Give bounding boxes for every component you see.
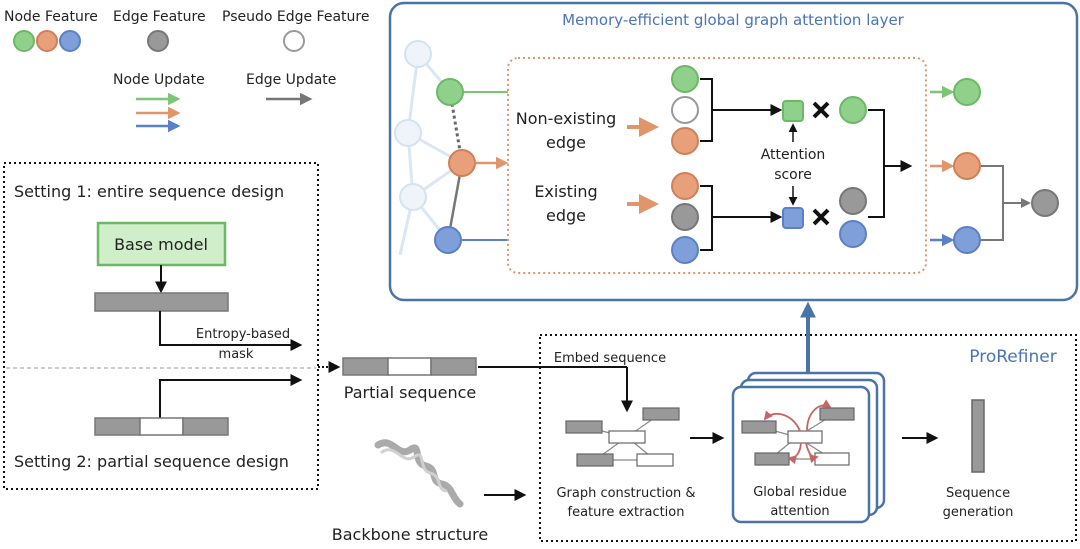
legend-node-feature-label: Node Feature — [4, 9, 98, 25]
triplet-top-orange — [671, 127, 699, 155]
attention-inner-box — [507, 57, 927, 274]
sequence-generation-label-1: Sequence — [946, 486, 1010, 501]
setting1-label: Setting 1: entire sequence design — [14, 182, 284, 201]
entropy-label-1: Entropy-based — [196, 327, 290, 342]
partial-seq-left — [342, 357, 389, 376]
output-node-orange — [953, 152, 981, 180]
faded-node — [394, 119, 422, 147]
legend-edge-feature-circle — [147, 30, 169, 52]
graph-node-blue — [434, 226, 462, 254]
legend-node-blue — [59, 30, 81, 52]
existing-edge-label-1: Existing — [534, 182, 597, 201]
weighted-edge-gray — [839, 187, 867, 215]
legend-node-update-label: Node Update — [113, 72, 205, 88]
output-edge-gray — [1031, 189, 1059, 217]
attention-score-blue — [782, 207, 804, 229]
legend-node-orange — [36, 30, 58, 52]
base-model-label: Base model — [114, 235, 208, 254]
generated-sequence-bar — [971, 399, 985, 473]
backbone-helix-icon — [374, 439, 464, 508]
weighted-node-green — [839, 96, 867, 124]
setting2-arrow — [159, 374, 303, 418]
graph-construction-icon — [565, 407, 680, 467]
faded-node — [399, 183, 427, 211]
faded-node — [404, 40, 432, 68]
partial-sequence-label: Partial sequence — [344, 383, 476, 402]
setting1-sequence-bar — [94, 292, 229, 312]
graph-construction-label-2: feature extraction — [568, 505, 685, 520]
output-node-green — [953, 78, 981, 106]
non-existing-edge-label-2: edge — [546, 133, 586, 152]
attention-score-label-2: score — [774, 167, 812, 183]
setting2-bar-right — [182, 417, 229, 436]
legend-node-green — [13, 30, 35, 52]
setting2-bar-mask — [139, 417, 184, 436]
entropy-arrow — [159, 311, 303, 351]
embed-sequence-label: Embed sequence — [554, 351, 666, 366]
settings-panel: Setting 1: entire sequence design Base m… — [3, 162, 319, 490]
legend: Node Feature Edge Feature Pseudo Edge Fe… — [4, 9, 369, 133]
prorefiner-label: ProRefiner — [969, 347, 1056, 367]
global-attention-label-1: Global residue — [753, 485, 847, 500]
settings-frame — [3, 162, 319, 490]
graph-node-green — [436, 78, 464, 106]
attention-layer-panel: Memory-efficient global graph attention … — [388, 1, 1079, 302]
weighted-node-blue — [839, 220, 867, 248]
setting2-label: Setting 2: partial sequence design — [14, 452, 289, 471]
legend-pseudo-edge-label: Pseudo Edge Feature — [222, 9, 369, 25]
triplet-top-pseudo — [671, 96, 699, 124]
faded-graph — [394, 40, 463, 256]
partial-seq-mask — [387, 357, 432, 376]
sequence-generation-label-2: generation — [943, 505, 1014, 520]
legend-edge-feature-label: Edge Feature — [113, 9, 206, 25]
legend-edge-update-label: Edge Update — [246, 72, 336, 88]
triplet-bottom-blue — [671, 236, 699, 264]
entropy-label-2: mask — [219, 347, 254, 362]
attention-layer-frame — [388, 1, 1079, 302]
prorefiner-frame — [539, 334, 1077, 542]
base-model-box — [96, 221, 227, 267]
existing-edge-label-2: edge — [546, 206, 586, 225]
triplet-bottom-edge — [671, 203, 699, 231]
non-existing-edge-label-1: Non-existing — [516, 109, 617, 128]
setting2-bar-left — [94, 417, 141, 436]
graph-node-orange — [448, 149, 476, 177]
global-attention-icon — [741, 399, 855, 466]
backbone-structure-label: Backbone structure — [332, 525, 488, 544]
legend-pseudo-edge-circle — [283, 30, 305, 52]
triplet-top-green — [671, 65, 699, 93]
triplet-bottom-orange — [671, 172, 699, 200]
output-node-blue — [953, 226, 981, 254]
attention-score-label-1: Attention — [761, 147, 826, 163]
partial-seq-right — [430, 357, 477, 376]
multiply-icon — [812, 101, 830, 119]
global-attention-label-2: attention — [770, 504, 829, 519]
attention-layer-title: Memory-efficient global graph attention … — [562, 11, 905, 29]
attention-score-green — [782, 100, 804, 122]
multiply-icon — [812, 208, 830, 226]
graph-construction-label-1: Graph construction & — [556, 486, 695, 501]
pipeline: Partial sequence Backbone structure ProR… — [318, 301, 1077, 544]
